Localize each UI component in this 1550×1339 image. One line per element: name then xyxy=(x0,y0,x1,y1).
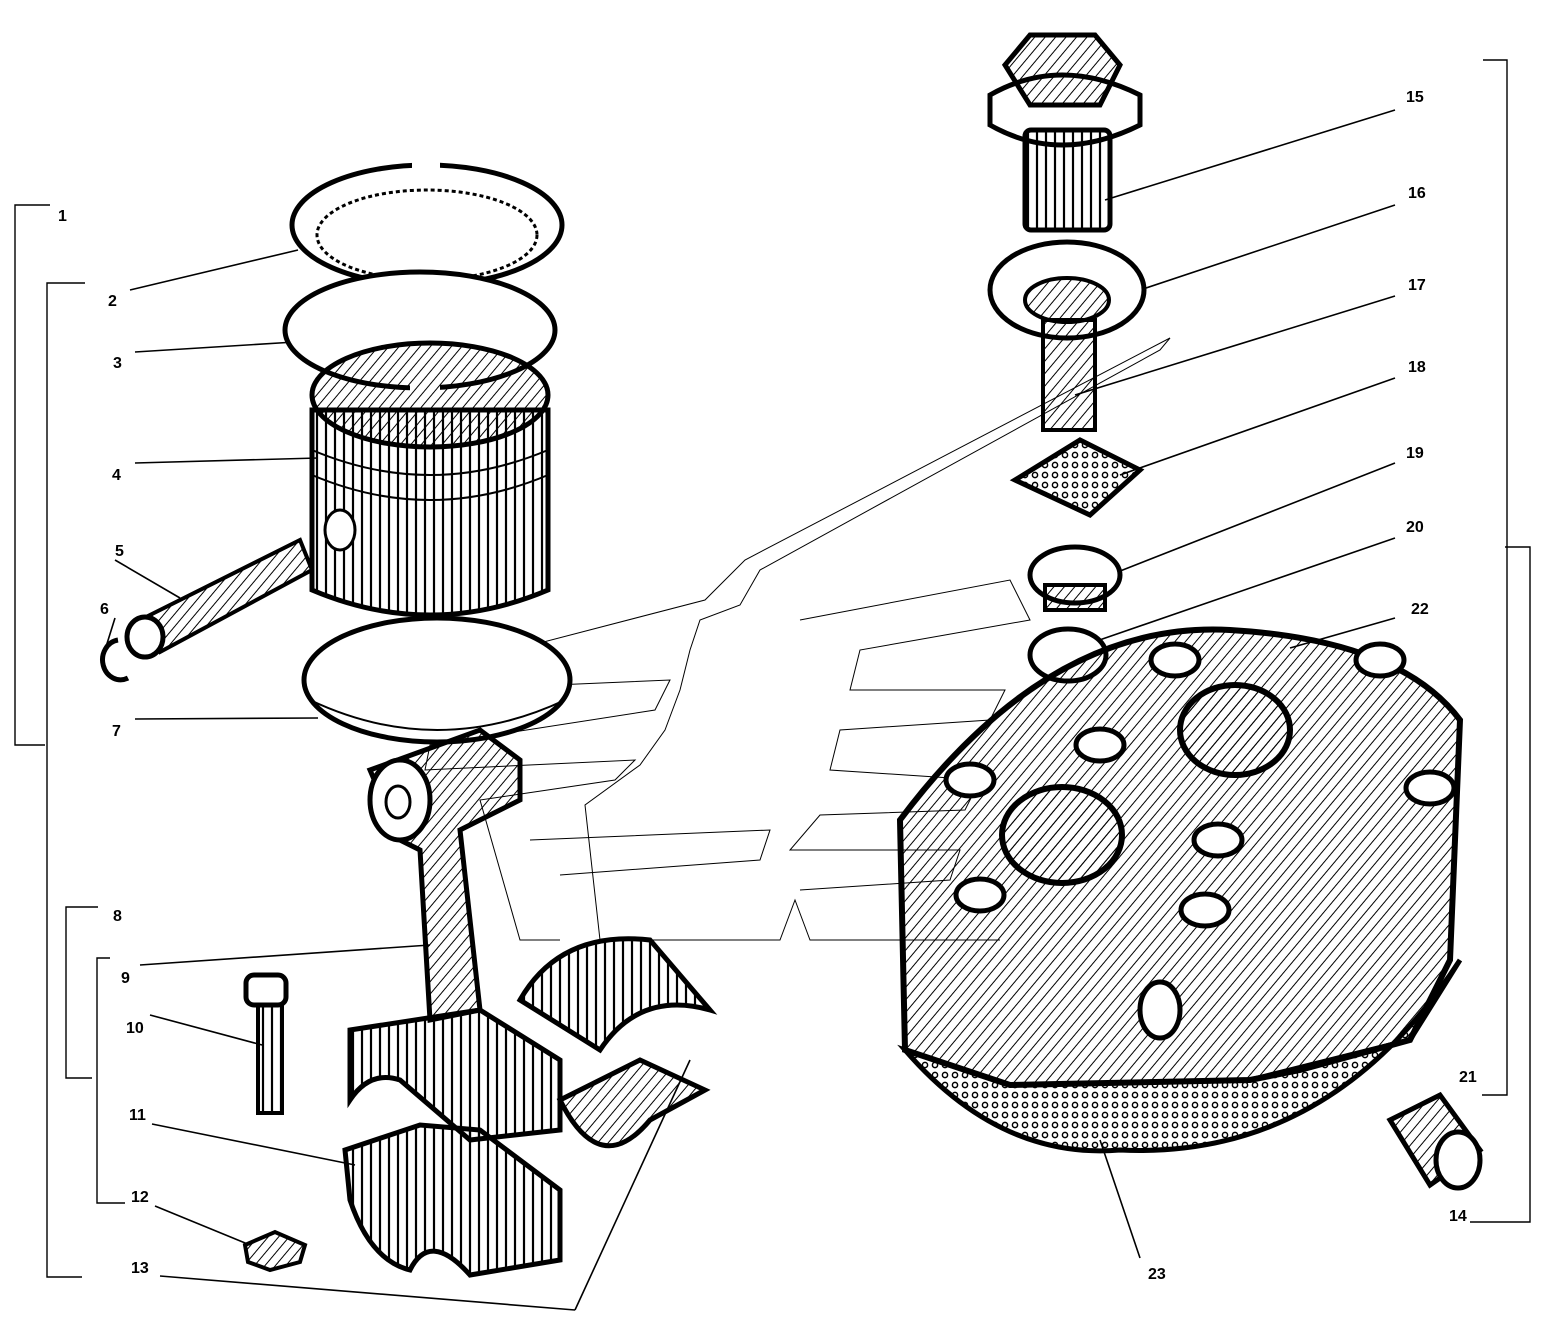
callout-18: 18 xyxy=(1408,359,1426,376)
callout-17: 17 xyxy=(1408,277,1426,294)
callout-5: 5 xyxy=(115,543,124,560)
callout-20: 20 xyxy=(1406,519,1424,536)
part-ring-7 xyxy=(301,615,573,745)
callout-14: 14 xyxy=(1449,1208,1467,1225)
bracket-9 xyxy=(96,957,125,1204)
callout-2: 2 xyxy=(108,293,117,310)
callout-13: 13 xyxy=(131,1260,149,1277)
part-bolt-10 xyxy=(243,972,289,1115)
part-plug-15 xyxy=(987,32,1143,233)
part-plate-18 xyxy=(1009,437,1145,518)
bracket-1 xyxy=(14,204,50,746)
callout-3: 3 xyxy=(113,355,122,372)
part-piston-4 xyxy=(309,340,551,618)
callout-11: 11 xyxy=(129,1107,146,1124)
callout-labels: 1 2 3 4 5 6 7 8 9 10 11 12 13 14 15 16 1… xyxy=(58,89,1477,1283)
callout-15: 15 xyxy=(1406,89,1424,106)
callout-19: 19 xyxy=(1406,445,1424,462)
part-ring-2 xyxy=(289,155,565,288)
callout-23: 23 xyxy=(1148,1266,1166,1283)
part-circlip-6 xyxy=(100,637,130,683)
bracket-8 xyxy=(65,906,98,1079)
group-brackets xyxy=(14,59,1531,1278)
part-spring-17 xyxy=(1041,318,1097,432)
callout-9: 9 xyxy=(121,970,130,987)
part-seat-19 xyxy=(1027,544,1123,612)
part-plug-21 xyxy=(1386,1091,1484,1191)
bracket-14 xyxy=(1470,546,1531,1223)
callout-6: 6 xyxy=(100,601,109,618)
callout-4: 4 xyxy=(112,467,121,484)
callout-1: 1 xyxy=(58,208,67,225)
callout-12: 12 xyxy=(131,1189,149,1206)
callout-8: 8 xyxy=(113,908,122,925)
part-cap-11 xyxy=(342,1122,563,1278)
part-pin-5 xyxy=(124,537,315,660)
callout-22: 22 xyxy=(1411,601,1429,618)
part-conrod-9 xyxy=(347,727,563,1143)
callout-10: 10 xyxy=(126,1020,144,1037)
part-nut-12 xyxy=(242,1229,308,1273)
callout-21: 21 xyxy=(1459,1069,1477,1086)
part-bearing-shells xyxy=(516,936,718,1149)
bracket-main xyxy=(46,282,85,1278)
callout-16: 16 xyxy=(1408,185,1426,202)
callout-7: 7 xyxy=(112,723,121,740)
part-head-22 xyxy=(896,626,1464,1154)
bracket-15 xyxy=(1482,59,1508,1096)
